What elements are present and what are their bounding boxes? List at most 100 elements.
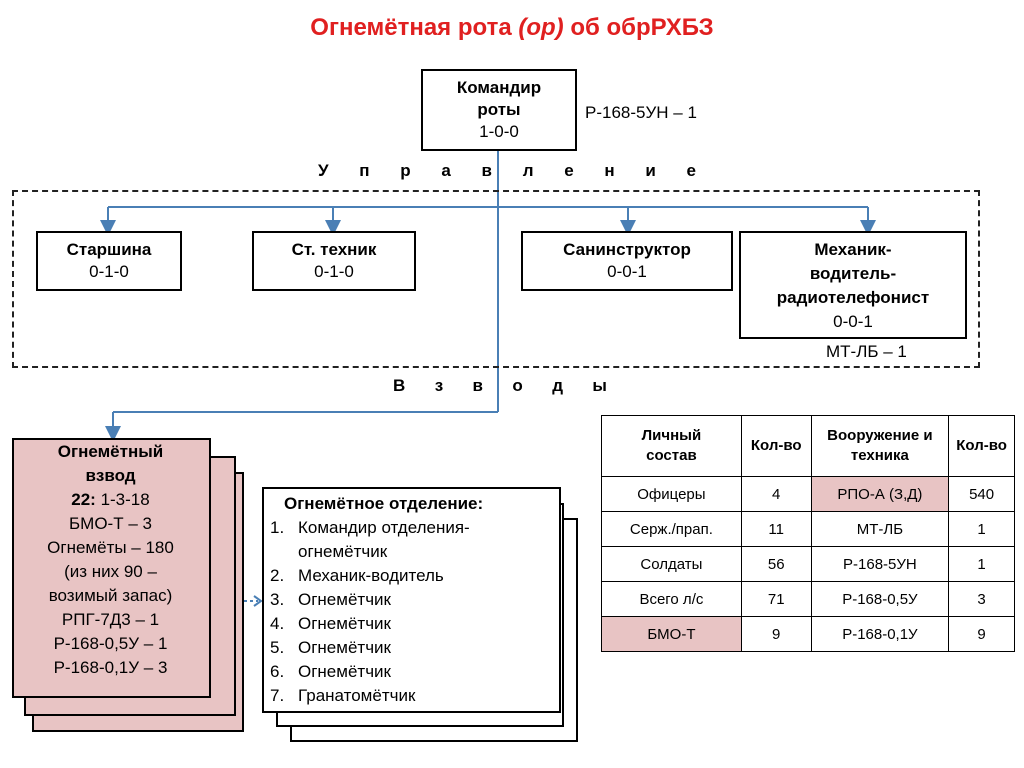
squad-member-role: Огнемётчик — [298, 638, 391, 657]
table-cell: МТ-ЛБ — [810, 511, 950, 547]
staff-box-saninstruktor: Санинструктор 0-0-1 — [521, 231, 733, 291]
squad-member-role: Механик-водитель — [298, 566, 444, 585]
commander-label-line2: роты — [477, 100, 521, 119]
squad-member: 3. Огнемётчик — [270, 588, 550, 612]
squad-member-role: Гранатомётчик — [298, 686, 416, 705]
platoon-line: Р-168-0,1У – 3 — [53, 658, 168, 677]
staff-label: Ст. техник — [291, 240, 377, 259]
staff-label: Старшина — [66, 240, 152, 259]
squad-member-number: 6. — [270, 662, 285, 681]
platoon-line: БМО-Т – 3 — [69, 514, 152, 533]
commander-label-line1: Командир — [456, 78, 542, 97]
table-cell: 1 — [948, 511, 1015, 547]
staff-box-mechanic: Механик- водитель- радиотелефонист 0-0-1 — [739, 231, 967, 339]
platoon-title-line1: Огнемётный — [57, 442, 164, 461]
staff-code: 0-1-0 — [89, 262, 129, 281]
squad-title: Огнемётное отделение: — [284, 494, 484, 513]
table-cell: Всего л/с — [601, 581, 742, 617]
staff-code: 0-0-1 — [607, 262, 647, 281]
commander-box: Командир роты 1-0-0 — [421, 69, 577, 151]
platoon-strength-value: 1-3-18 — [95, 490, 150, 509]
squad-member-number: 1. — [270, 518, 285, 537]
table-cell: 56 — [740, 546, 812, 582]
squad-member: 1. Командир отделения-огнемётчик — [270, 516, 550, 564]
mechanic-label-line2: водитель- — [809, 264, 897, 283]
table-row: БМО-Т 9 Р-168-0,1У 9 — [601, 616, 1015, 652]
table-cell: 1 — [948, 546, 1015, 582]
squad-member: 5. Огнемётчик — [270, 636, 550, 660]
table-cell: 9 — [740, 616, 812, 652]
platoon-line: Огнемёты – 180 — [47, 538, 174, 557]
table-cell: 3 — [948, 581, 1015, 617]
section-control-letter: и — [645, 161, 656, 180]
platoon-strength: 22: 1-3-18 — [16, 488, 205, 512]
platoon-line: (из них 90 – — [64, 562, 157, 581]
mechanic-label-line3: радиотелефонист — [776, 288, 930, 307]
table-cell: БМО-Т — [601, 616, 742, 652]
section-platoons-letter: в — [472, 376, 483, 395]
squad-details: Огнемётное отделение: 1. Командир отделен… — [270, 492, 550, 708]
table-header-row: Личный состав Кол-во Вооружение и техник… — [601, 415, 1015, 477]
staff-box-technik: Ст. техник 0-1-0 — [252, 231, 416, 291]
page-title: Огнемётная рота (ор) об обрРХБЗ — [0, 14, 1024, 42]
platoon-line: возимый запас) — [48, 586, 173, 605]
table-cell: 71 — [740, 581, 812, 617]
section-control-letter: н — [604, 161, 615, 180]
title-text: Огнемётная рота — [310, 14, 519, 41]
platoon-card — [12, 438, 211, 698]
commander-radio: Р-168-5УН – 1 — [585, 103, 697, 122]
commander-code: 1-0-0 — [479, 122, 519, 141]
table-cell: РПО-А (З,Д) — [810, 476, 950, 512]
staff-box-starshina: Старшина 0-1-0 — [36, 231, 182, 291]
section-platoons-letter: д — [552, 376, 563, 395]
table-cell: Р-168-0,5У — [810, 581, 950, 617]
platoon-line: РПГ-7Д3 – 1 — [61, 610, 160, 629]
section-control-letter: е — [686, 161, 696, 180]
table-cell: Р-168-5УН — [810, 546, 950, 582]
table-cell: Р-168-0,1У — [810, 616, 950, 652]
section-platoons-letter: В — [393, 376, 406, 395]
squad-member-number: 2. — [270, 566, 285, 585]
section-control-letter: У — [318, 161, 329, 180]
control-group-frame — [12, 190, 980, 368]
table-cell: 11 — [740, 511, 812, 547]
arrow-squad-head — [253, 595, 263, 607]
squad-member-role: Огнемётчик — [298, 614, 391, 633]
section-control-letter: п — [359, 161, 370, 180]
title-abbreviation: (ор) — [518, 14, 564, 41]
section-control-letter: р — [400, 161, 411, 180]
squad-member: 6. Огнемётчик — [270, 660, 550, 684]
section-platoons-letter: ы — [592, 376, 607, 395]
squad-member-number: 4. — [270, 614, 285, 633]
section-control-letter: а — [441, 161, 451, 180]
table-cell: Солдаты — [601, 546, 742, 582]
section-control-letter: в — [481, 161, 492, 180]
table-cell: 540 — [948, 476, 1015, 512]
squad-member-list: 1. Командир отделения-огнемётчик 2. Механи… — [270, 516, 550, 708]
table-row: Солдаты 56 Р-168-5УН 1 — [601, 546, 1015, 582]
squad-member-role: Командир отделения-огнемётчик — [298, 518, 470, 561]
squad-member: 2. Механик-водитель — [270, 564, 550, 588]
title-suffix: об обрРХБЗ — [563, 14, 714, 41]
table-cell: Офицеры — [601, 476, 742, 512]
table-cell: 9 — [948, 616, 1015, 652]
squad-member-role: Огнемётчик — [298, 590, 391, 609]
mechanic-label-line1: Механик- — [814, 240, 892, 259]
squad-member: 7. Гранатомётчик — [270, 684, 550, 708]
section-control-letter: л — [522, 161, 534, 180]
platoon-line: Р-168-0,5У – 1 — [53, 634, 168, 653]
squad-member-number: 7. — [270, 686, 285, 705]
squad-member-role: Огнемётчик — [298, 662, 391, 681]
section-platoons-letter: о — [512, 376, 523, 395]
squad-member-number: 3. — [270, 590, 285, 609]
section-platoons-letter: з — [434, 376, 444, 395]
mechanic-code: 0-0-1 — [833, 312, 873, 331]
table-header-count: Кол-во — [740, 415, 812, 477]
mechanic-vehicle: МТ-ЛБ – 1 — [826, 342, 907, 361]
table-row: Всего л/с 71 Р-168-0,5У 3 — [601, 581, 1015, 617]
squad-member-number: 5. — [270, 638, 285, 657]
table-cell: 4 — [740, 476, 812, 512]
squad-member: 4. Огнемётчик — [270, 612, 550, 636]
